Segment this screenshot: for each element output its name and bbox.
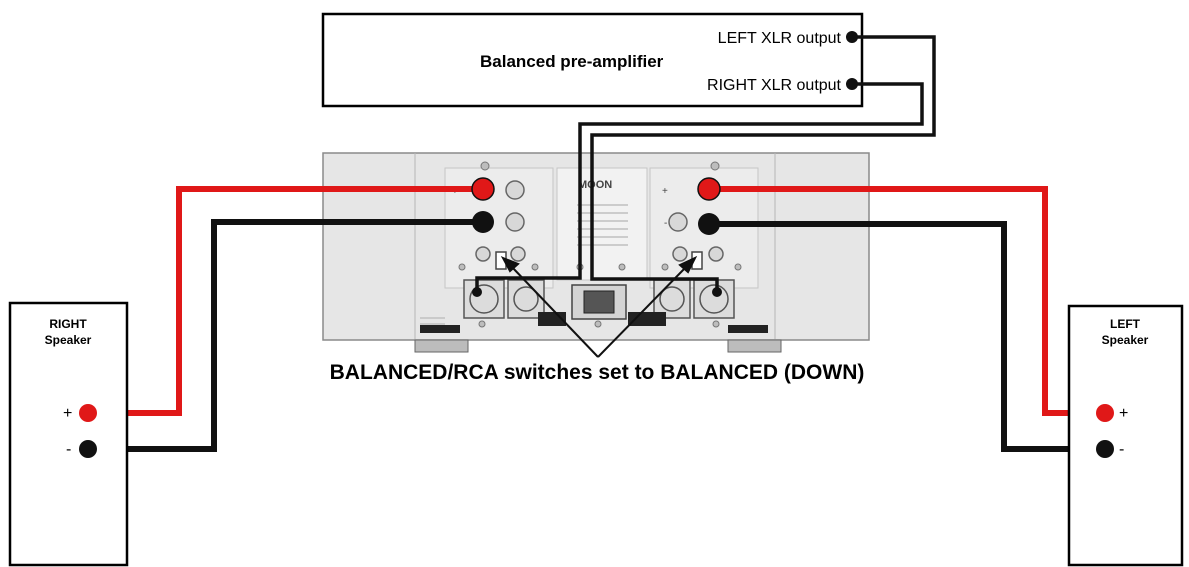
- xlr-cable-left: [590, 35, 936, 292]
- left-speaker-name-line1: LEFT: [1110, 317, 1141, 331]
- preamp-unit: Balanced pre-amplifier LEFT XLR output R…: [321, 12, 864, 108]
- amp-xlr-sockets: [463, 279, 735, 319]
- left-speaker-negative-wire: [710, 221, 1105, 452]
- amp-left-channel-minus-terminal: [698, 213, 720, 235]
- left-speaker-minus-terminal: [1096, 440, 1114, 458]
- amp-right-channel-minus-terminal: [472, 211, 494, 233]
- left-speaker-plus-terminal: [1096, 404, 1114, 422]
- amp-xlr-input-left-dot: [712, 287, 722, 297]
- right-speaker-minus-label: -: [66, 441, 71, 458]
- xlr-output-jacks: [472, 31, 858, 297]
- amp-terminal-plus-right: +: [662, 186, 668, 197]
- power-inlet: [571, 284, 627, 320]
- left-speaker-minus-label: -: [1119, 441, 1124, 458]
- left-speaker: LEFT Speaker + -: [1067, 304, 1184, 567]
- right-speaker-negative-wire: [88, 219, 483, 452]
- left-speaker-name-line2: Speaker: [1102, 333, 1149, 347]
- preamp-left-xlr-jack: [846, 31, 858, 43]
- amp-foot-right: [727, 339, 782, 353]
- amp-center-panel: [556, 167, 648, 281]
- right-speaker: RIGHT Speaker + -: [8, 301, 129, 567]
- right-speaker-positive-wire: [88, 186, 483, 416]
- amp-terminal-minus-right: -: [664, 218, 667, 229]
- amp-binding-posts: [475, 180, 724, 262]
- preamp-left-output-label: LEFT XLR output: [718, 30, 842, 47]
- switch-caption: BALANCED/RCA switches set to BALANCED (D…: [330, 361, 865, 384]
- switch-arrows: [500, 255, 698, 358]
- right-speaker-plus-terminal: [79, 404, 97, 422]
- xlr-cables: [475, 35, 936, 292]
- amp-label-lines: [420, 204, 628, 325]
- preamp-right-output-label: RIGHT XLR output: [707, 77, 842, 94]
- right-speaker-plus-label: +: [63, 405, 72, 422]
- right-speaker-name-line1: RIGHT: [49, 317, 87, 331]
- left-speaker-box: [1067, 304, 1184, 567]
- amp-right-channel-plus-terminal: [471, 177, 495, 201]
- speaker-wires: [88, 186, 1105, 452]
- right-speaker-minus-terminal: [79, 440, 97, 458]
- right-speaker-name-line2: Speaker: [45, 333, 92, 347]
- preamp-box: [321, 12, 864, 108]
- amp-foot-left: [414, 339, 469, 353]
- amp-brand: MOON: [578, 179, 612, 191]
- preamp-title: Balanced pre-amplifier: [480, 52, 664, 71]
- amp-left-channel-plus-terminal: [697, 177, 721, 201]
- power-amplifier-rear-panel: MOON + - + -: [322, 152, 870, 353]
- preamp-right-xlr-jack: [846, 78, 858, 90]
- right-speaker-box: [8, 301, 129, 567]
- amp-xlr-input-right-dot: [472, 287, 482, 297]
- amp-speaker-terminals: [471, 177, 721, 235]
- left-speaker-plus-label: +: [1119, 405, 1128, 422]
- xlr-cable-right: [475, 82, 924, 292]
